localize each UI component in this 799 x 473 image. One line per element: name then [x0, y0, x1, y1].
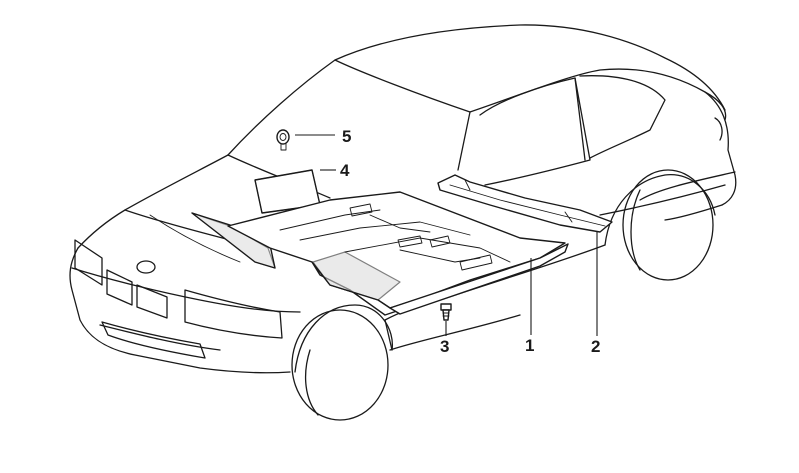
leader-lines	[295, 134, 598, 336]
part-2-rear-panel	[437, 174, 613, 233]
part-5-clip	[276, 129, 290, 151]
callout-2: 2	[591, 337, 600, 356]
callout-3: 3	[440, 337, 449, 356]
callout-1: 1	[525, 336, 534, 355]
part-1-floor-covering	[191, 191, 569, 316]
part-3-clip	[440, 303, 452, 321]
callout-4: 4	[340, 161, 350, 180]
callout-5: 5	[342, 127, 351, 146]
car-body-outline	[69, 24, 737, 421]
